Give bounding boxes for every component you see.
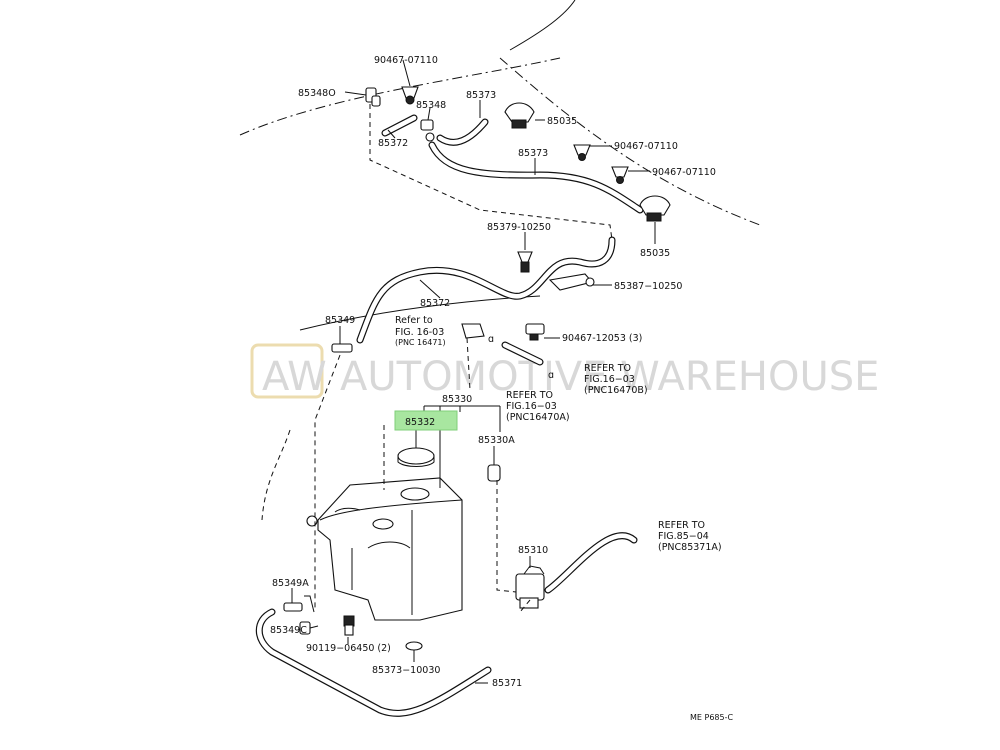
label-90119[interactable]: 90119−06450 (2) xyxy=(306,643,391,654)
svg-text:ɑ: ɑ xyxy=(488,334,494,345)
label-85372-mid[interactable]: 85372 xyxy=(420,298,450,309)
clamp-85387 xyxy=(548,273,595,291)
label-85332[interactable]: 85332 xyxy=(405,417,435,428)
label-85373-top[interactable]: 85373 xyxy=(466,90,496,101)
ref2-line2[interactable]: FIG.16−03 xyxy=(584,374,635,385)
nipple-85349a xyxy=(283,595,315,635)
label-85349c[interactable]: 85349C xyxy=(270,625,307,636)
washer-tank xyxy=(306,477,463,621)
nozzle-bottom xyxy=(639,195,671,222)
label-90467-07110-top[interactable]: 90467-07110 xyxy=(374,55,438,66)
label-90467-12053[interactable]: 90467-12053 (3) xyxy=(562,333,642,344)
svg-text:ɑ: ɑ xyxy=(548,370,554,381)
ref3-line2[interactable]: FIG.16−03 xyxy=(506,401,557,412)
top-hoses xyxy=(356,114,644,366)
ref3-line1: REFER TO xyxy=(506,390,553,401)
ref4-line1: REFER TO xyxy=(658,520,705,531)
label-85349a[interactable]: 85349A xyxy=(272,578,309,589)
label-90467-07110-mid[interactable]: 90467-07110 xyxy=(614,141,678,152)
watermark-text: AUTOMOTIVE WAREHOUSE xyxy=(340,354,879,400)
label-85330[interactable]: 85330 xyxy=(442,394,472,405)
clip-12053 xyxy=(525,323,545,341)
nozzle-top xyxy=(504,102,535,129)
label-85330a[interactable]: 85330A xyxy=(478,435,515,446)
label-85379[interactable]: 85379-10250 xyxy=(487,222,551,233)
guide-lines xyxy=(261,104,613,613)
label-85373-mid[interactable]: 85373 xyxy=(518,148,548,159)
highlight-85332 xyxy=(394,410,458,431)
label-85035-bottom[interactable]: 85035 xyxy=(640,248,670,259)
label-85310[interactable]: 85310 xyxy=(518,545,548,556)
washer-85373 xyxy=(405,641,423,651)
nipple-85349 xyxy=(331,343,353,353)
labels: 90467-07110 85348O 85348 85373 85372 850… xyxy=(270,55,733,722)
ref2-line3: (PNC16470B) xyxy=(584,385,648,396)
label-90467-07110-right[interactable]: 90467-07110 xyxy=(652,167,716,178)
pump-85310 xyxy=(515,532,638,609)
ref2-line1: REFER TO xyxy=(584,363,631,374)
label-85373-10030[interactable]: 85373−10030 xyxy=(372,665,440,676)
ref4-line2[interactable]: FIG.85−04 xyxy=(658,531,709,542)
grommet-85330a xyxy=(487,464,501,482)
ref1-line2[interactable]: FIG. 16-03 xyxy=(395,327,444,338)
clip-right xyxy=(611,166,629,184)
grommet-85379 xyxy=(517,251,533,273)
ref4-line3: (PNC85371A) xyxy=(658,542,722,553)
joint-85348 xyxy=(420,119,435,142)
label-85371[interactable]: 85371 xyxy=(492,678,522,689)
ref3-line3: (PNC16470A) xyxy=(506,412,570,423)
label-85387[interactable]: 85387−10250 xyxy=(614,281,682,292)
label-85035-top[interactable]: 85035 xyxy=(547,116,577,127)
label-85349[interactable]: 85349 xyxy=(325,315,355,326)
bolt-90119 xyxy=(343,615,355,636)
cap-85332 xyxy=(397,447,435,467)
watermark: AW AUTOMOTIVE WAREHOUSE xyxy=(250,343,879,400)
clip-top xyxy=(401,86,419,105)
footer-code: ME P685-C xyxy=(690,713,733,722)
cap-16471 xyxy=(461,323,485,339)
ref1-line1: Refer to xyxy=(395,315,433,326)
joint-85348o xyxy=(365,87,381,107)
ref1-line3: (PNC 16471) xyxy=(395,338,446,347)
label-85348[interactable]: 85348 xyxy=(416,100,446,111)
clip-mid xyxy=(573,144,591,161)
hose-85371 xyxy=(255,608,492,717)
leader-lines xyxy=(291,59,656,684)
watermark-badge: AW xyxy=(262,354,327,400)
label-85372-top[interactable]: 85372 xyxy=(378,138,408,149)
small-parts: ɑ ɑ xyxy=(283,86,671,651)
label-85348o[interactable]: 85348O xyxy=(298,88,336,99)
